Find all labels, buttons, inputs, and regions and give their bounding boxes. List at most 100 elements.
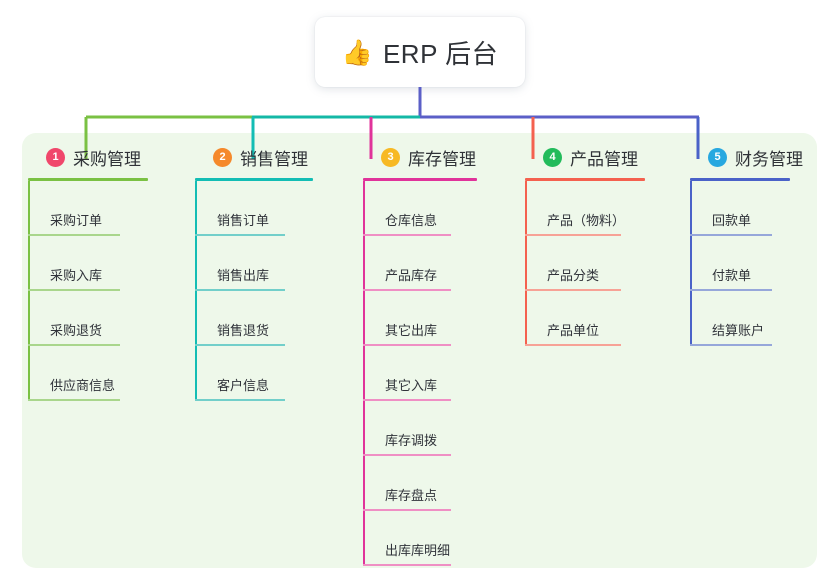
leaf-list: 回款单付款单结算账户 [690, 181, 803, 346]
leaf-underline [28, 399, 120, 401]
column-5: 5 财务管理回款单付款单结算账户 [690, 143, 803, 346]
leaf-item[interactable]: 销售订单 [195, 181, 313, 236]
leaf-label: 供应商信息 [50, 378, 116, 393]
leaf-underline [525, 344, 621, 346]
leaf-label: 销售出库 [217, 268, 270, 283]
leaf-item[interactable]: 销售退货 [195, 291, 313, 346]
column-title: 库存管理 [408, 149, 476, 169]
leaf-spine [195, 181, 197, 401]
leaf-underline [690, 234, 772, 236]
column-badge-3: 3 [381, 147, 400, 167]
column-badge-5: 5 [708, 147, 727, 167]
leaf-item[interactable]: 采购退货 [28, 291, 148, 346]
column-title: 产品管理 [570, 149, 638, 169]
leaf-item[interactable]: 客户信息 [195, 346, 313, 401]
leaf-item[interactable]: 库存调拨 [363, 401, 477, 456]
leaf-label: 采购入库 [50, 268, 103, 283]
leaf-label: 销售订单 [217, 213, 270, 228]
leaf-item[interactable]: 产品（物料） [525, 181, 645, 236]
column-underline [363, 178, 477, 181]
column-3: 3 库存管理仓库信息产品库存其它出库其它入库库存调拨库存盘点出库库明细 [363, 143, 477, 566]
leaf-item[interactable]: 其它出库 [363, 291, 477, 346]
leaf-spine [690, 181, 692, 346]
leaf-underline [363, 454, 451, 456]
leaf-underline [195, 344, 285, 346]
leaf-list: 仓库信息产品库存其它出库其它入库库存调拨库存盘点出库库明细 [363, 181, 477, 566]
column-underline [28, 178, 148, 181]
leaf-item[interactable]: 供应商信息 [28, 346, 148, 401]
leaf-label: 回款单 [712, 213, 752, 228]
leaf-item[interactable]: 付款单 [690, 236, 803, 291]
leaf-item[interactable]: 回款单 [690, 181, 803, 236]
leaf-item[interactable]: 产品库存 [363, 236, 477, 291]
column-badge-2: 2 [213, 147, 232, 167]
leaf-spine [525, 181, 527, 346]
column-header-1[interactable]: 1 采购管理 [28, 143, 148, 171]
leaf-label: 库存盘点 [385, 488, 438, 503]
column-underline [525, 178, 645, 181]
column-header-5[interactable]: 5 财务管理 [690, 143, 803, 171]
leaf-item[interactable]: 出库库明细 [363, 511, 477, 566]
column-title: 财务管理 [735, 149, 803, 169]
leaf-item[interactable]: 产品单位 [525, 291, 645, 346]
leaf-label: 采购退货 [50, 323, 103, 338]
leaf-spine [28, 181, 30, 401]
leaf-underline [363, 509, 451, 511]
leaf-item[interactable]: 库存盘点 [363, 456, 477, 511]
column-4: 4 产品管理产品（物料） 产品分类产品单位 [525, 143, 645, 346]
leaf-item[interactable]: 产品分类 [525, 236, 645, 291]
leaf-label: 销售退货 [217, 323, 270, 338]
leaf-list: 采购订单采购入库采购退货供应商信息 [28, 181, 148, 401]
leaf-underline [28, 234, 120, 236]
leaf-underline [363, 399, 451, 401]
leaf-underline [195, 399, 285, 401]
leaf-underline [363, 289, 451, 291]
column-badge-4: 4 [543, 147, 562, 167]
root-node-title: ERP 后台 [382, 38, 499, 69]
column-title: 采购管理 [73, 149, 141, 169]
column-header-3[interactable]: 3 库存管理 [363, 143, 477, 171]
leaf-underline [195, 289, 285, 291]
leaf-label: 产品库存 [385, 268, 438, 283]
leaf-spine [363, 181, 365, 566]
column-header-2[interactable]: 2 销售管理 [195, 143, 313, 171]
leaf-underline [363, 344, 451, 346]
leaf-label: 产品（物料） [547, 213, 626, 228]
leaf-label: 结算账户 [712, 323, 765, 338]
leaf-item[interactable]: 采购入库 [28, 236, 148, 291]
leaf-item[interactable]: 采购订单 [28, 181, 148, 236]
leaf-list: 销售订单销售出库销售退货客户信息 [195, 181, 313, 401]
column-2: 2 销售管理销售订单销售出库销售退货客户信息 [195, 143, 313, 401]
column-header-4[interactable]: 4 产品管理 [525, 143, 645, 171]
column-badge-1: 1 [46, 147, 65, 167]
column-title: 销售管理 [240, 149, 308, 169]
leaf-label: 其它入库 [385, 378, 438, 393]
root-node[interactable]: 👍 ERP 后台 [315, 17, 525, 87]
leaf-underline [195, 234, 285, 236]
leaf-item[interactable]: 销售出库 [195, 236, 313, 291]
leaf-underline [525, 289, 621, 291]
leaf-underline [525, 234, 621, 236]
leaf-label: 产品分类 [547, 268, 600, 283]
leaf-underline [690, 344, 772, 346]
leaf-label: 产品单位 [547, 323, 600, 338]
thumbs-up-icon: 👍 [341, 38, 373, 67]
leaf-underline [363, 564, 451, 566]
leaf-label: 付款单 [712, 268, 752, 283]
leaf-item[interactable]: 结算账户 [690, 291, 803, 346]
leaf-list: 产品（物料） 产品分类产品单位 [525, 181, 645, 346]
leaf-label: 客户信息 [217, 378, 270, 393]
leaf-underline [28, 344, 120, 346]
column-underline [195, 178, 313, 181]
leaf-label: 出库库明细 [385, 543, 451, 558]
leaf-label: 其它出库 [385, 323, 438, 338]
leaf-label: 采购订单 [50, 213, 103, 228]
column-underline [690, 178, 790, 181]
leaf-item[interactable]: 其它入库 [363, 346, 477, 401]
leaf-item[interactable]: 仓库信息 [363, 181, 477, 236]
diagram-panel [22, 133, 817, 568]
leaf-underline [363, 234, 451, 236]
leaf-underline [28, 289, 120, 291]
leaf-label: 仓库信息 [385, 213, 438, 228]
leaf-underline [690, 289, 772, 291]
